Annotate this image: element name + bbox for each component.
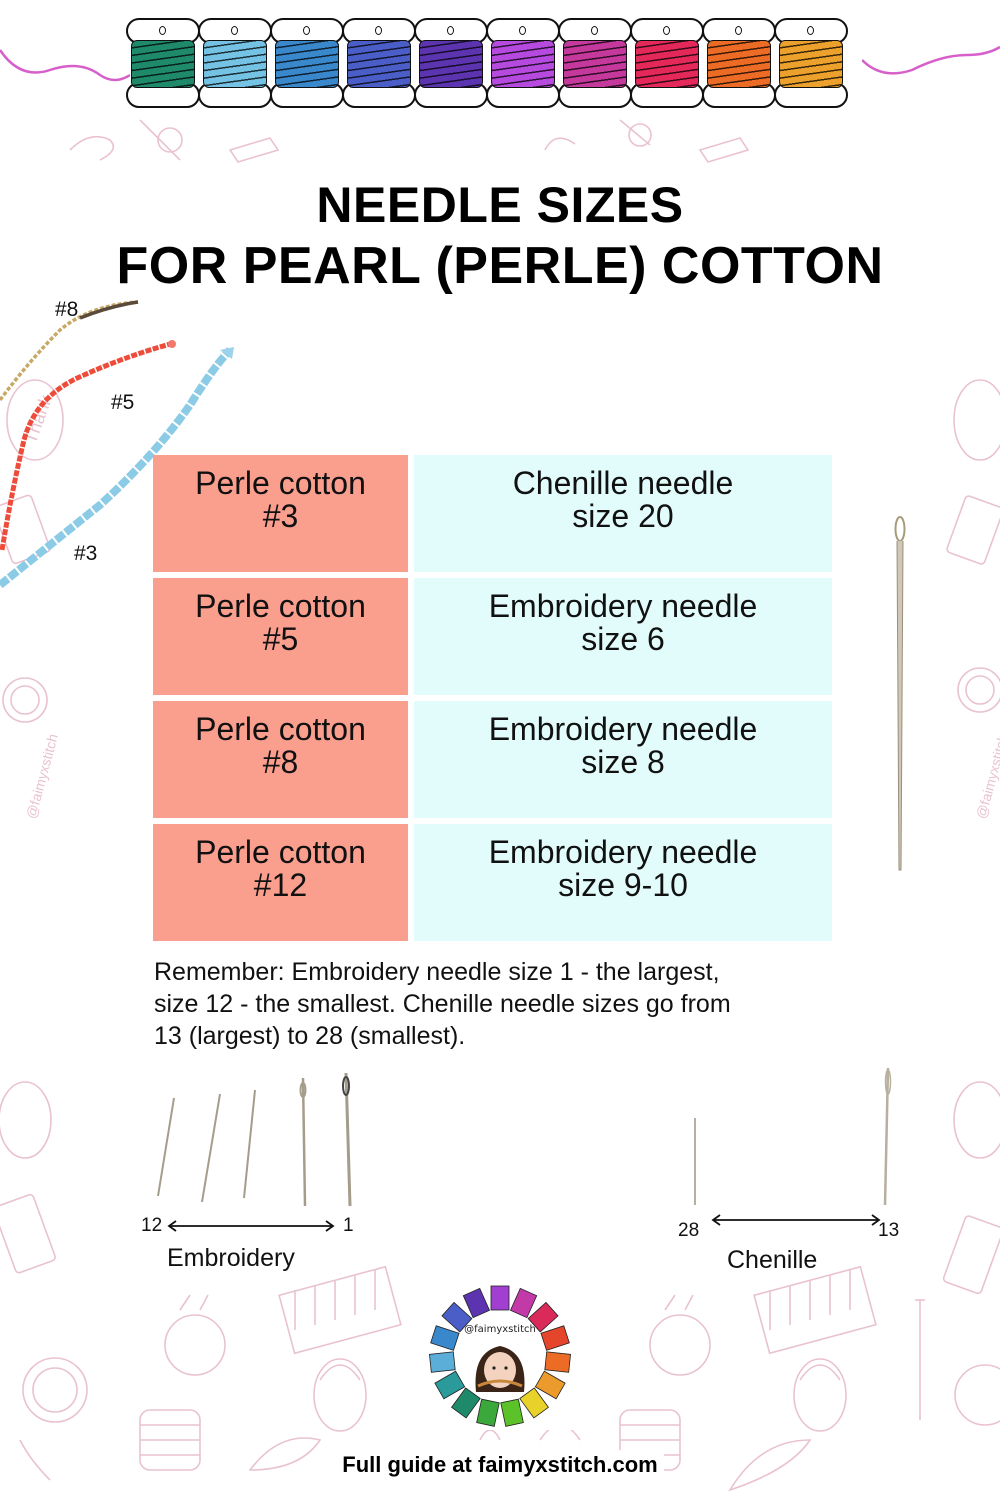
needle-size: size 20 bbox=[572, 498, 674, 534]
note-line: Remember: Embroidery needle size 1 - the… bbox=[154, 958, 720, 986]
page-title: NEEDLE SIZES bbox=[316, 177, 684, 233]
thread-size: #8 bbox=[262, 744, 299, 780]
needle-cell: Embroidery needle size 9-10 bbox=[414, 824, 832, 941]
spool-icon bbox=[558, 14, 632, 110]
embroidery-needles-icon bbox=[157, 1072, 352, 1207]
chenille-needles-icon bbox=[694, 1067, 892, 1206]
thread-cell: Perle cotton #8 bbox=[153, 701, 408, 818]
thread-size: #12 bbox=[253, 867, 308, 903]
page-subtitle: FOR PEARL (PERLE) COTTON bbox=[116, 237, 884, 295]
thread-name: Perle cotton bbox=[195, 711, 366, 747]
chenille-caption: Chenille bbox=[727, 1246, 818, 1274]
table-row: Perle cotton #12 Embroidery needle size … bbox=[153, 824, 832, 941]
spool-icon bbox=[126, 14, 200, 110]
needle-cell: Embroidery needle size 6 bbox=[414, 578, 832, 695]
svg-text:@faimyxstitch: @faimyxstitch bbox=[23, 732, 61, 821]
spool-icon bbox=[774, 14, 848, 110]
needle-type: Chenille needle bbox=[512, 465, 734, 501]
perle-cotton-strands-illustration bbox=[0, 300, 234, 589]
spool-icon bbox=[270, 14, 344, 110]
right-accent-wave bbox=[862, 45, 1000, 75]
footer-link-text: Full guide at faimyxstitch.com bbox=[0, 1450, 1000, 1479]
chenille-smallest-size: 28 bbox=[678, 1220, 700, 1241]
thread-spools-banner bbox=[126, 14, 864, 110]
spool-icon bbox=[486, 14, 560, 110]
chenille-needle-scale: 28 13 Chenille bbox=[672, 1060, 912, 1275]
needle-type: Embroidery needle bbox=[488, 588, 758, 624]
table-row: Perle cotton #8 Embroidery needle size 8 bbox=[153, 701, 832, 818]
table-row: Perle cotton #3 Chenille needle size 20 bbox=[153, 455, 832, 572]
spool-icon bbox=[198, 14, 272, 110]
embroidery-caption: Embroidery bbox=[167, 1244, 295, 1272]
left-accent-wave bbox=[0, 49, 130, 82]
spool-icon bbox=[342, 14, 416, 110]
chenille-largest-size: 13 bbox=[878, 1220, 900, 1241]
thread-label-8: #8 bbox=[55, 298, 79, 321]
faimyxstitch-logo: @faimyxstitch bbox=[426, 1282, 574, 1430]
thread-size: #5 bbox=[262, 621, 299, 657]
embroidery-needle-scale: 12 1 Embroidery bbox=[138, 1068, 368, 1278]
table-row: Perle cotton #5 Embroidery needle size 6 bbox=[153, 578, 832, 695]
embroidery-largest-size: 1 bbox=[343, 1215, 354, 1236]
needle-size: size 9-10 bbox=[558, 867, 688, 903]
note-line: size 12 - the smallest. Chenille needle … bbox=[154, 990, 731, 1018]
thread-name: Perle cotton bbox=[195, 834, 366, 870]
note-line: 13 (largest) to 28 (smallest). bbox=[154, 1022, 466, 1050]
needle-cell: Chenille needle size 20 bbox=[414, 455, 832, 572]
double-arrow-icon bbox=[711, 1214, 881, 1226]
needle-size-table: Perle cotton #3 Chenille needle size 20 … bbox=[153, 455, 832, 947]
thread-name: Perle cotton bbox=[195, 465, 366, 501]
footer-guide-link[interactable]: Full guide at faimyxstitch.com bbox=[336, 1450, 664, 1479]
thread-label-3: #3 bbox=[74, 542, 98, 565]
thread-cell: Perle cotton #12 bbox=[153, 824, 408, 941]
thread-name: Perle cotton bbox=[195, 588, 366, 624]
needle-icon bbox=[894, 516, 906, 871]
needle-type: Embroidery needle bbox=[488, 834, 758, 870]
needle-size: size 6 bbox=[581, 621, 665, 657]
thread-label-5: #5 bbox=[111, 391, 135, 414]
spool-icon bbox=[702, 14, 776, 110]
svg-text:@faimyxstitch: @faimyxstitch bbox=[973, 732, 1000, 821]
spool-icon bbox=[414, 14, 488, 110]
spool-icon bbox=[630, 14, 704, 110]
thread-cell: Perle cotton #5 bbox=[153, 578, 408, 695]
thread-cell: Perle cotton #3 bbox=[153, 455, 408, 572]
needle-type: Embroidery needle bbox=[488, 711, 758, 747]
embroidery-smallest-size: 12 bbox=[141, 1215, 163, 1236]
needle-cell: Embroidery needle size 8 bbox=[414, 701, 832, 818]
needle-size: size 8 bbox=[581, 744, 665, 780]
double-arrow-icon bbox=[167, 1220, 335, 1232]
svg-text:@faimyxstitch: @faimyxstitch bbox=[464, 1324, 536, 1335]
thread-size: #3 bbox=[262, 498, 299, 534]
sizing-note: Remember: Embroidery needle size 1 - the… bbox=[154, 956, 844, 1052]
